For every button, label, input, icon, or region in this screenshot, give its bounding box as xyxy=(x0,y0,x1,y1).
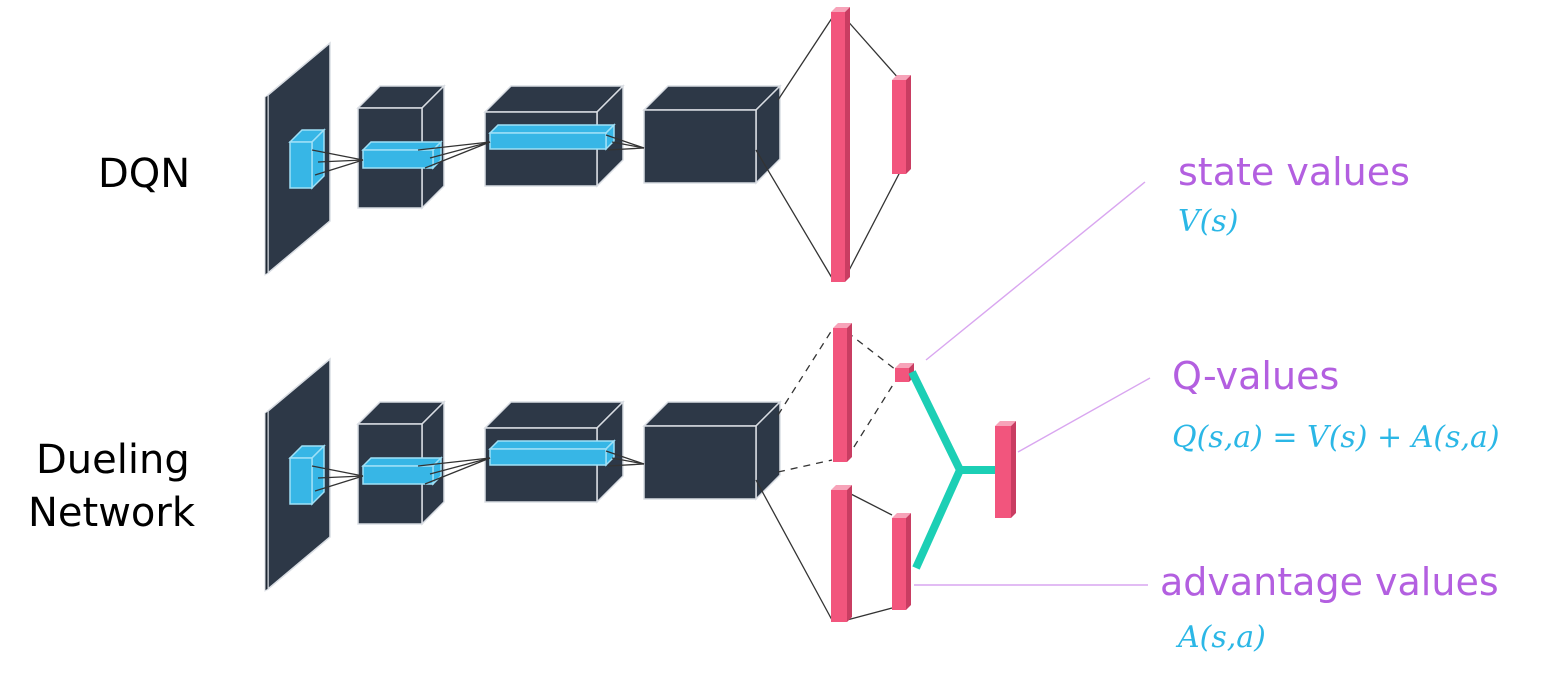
dqn-dense-layers xyxy=(755,7,911,282)
dueling-fan-a-0 xyxy=(311,465,364,477)
advantage-output xyxy=(892,513,911,610)
dqn-fan-c-1 xyxy=(611,141,645,149)
state-values-label: state values xyxy=(1178,150,1410,194)
dueling-fan-a-1 xyxy=(317,475,364,479)
adv-out-bottom xyxy=(846,607,893,621)
aggregator-arm-top xyxy=(908,370,964,472)
value-link-top xyxy=(777,329,833,416)
aggregator-arm-bottom xyxy=(912,468,964,570)
q-values-output xyxy=(995,421,1016,518)
dqn-input-filter xyxy=(288,128,326,190)
q-values-formula: Q(s,a) = V(s) + A(s,a) xyxy=(1172,420,1500,455)
value-out-bottom xyxy=(846,379,897,459)
dueling-fan-b-2 xyxy=(424,457,491,485)
value-out-top xyxy=(846,331,897,371)
dueling-fan-a-2 xyxy=(314,475,364,492)
dueling-fan-b-0 xyxy=(417,457,491,467)
aggregator xyxy=(908,370,1016,570)
dueling-input-filter xyxy=(288,444,326,506)
dueling-conv-filter-1 xyxy=(361,456,443,486)
dqn-conv-filter-1 xyxy=(361,140,443,170)
dqn-fan-c-2 xyxy=(607,147,645,151)
dqn-link-top xyxy=(777,17,833,101)
dueling-fan-c-0 xyxy=(605,450,645,465)
dueling-dense-layers xyxy=(755,323,914,622)
annotation-leaders xyxy=(914,181,1151,586)
dqn-fan-a-1 xyxy=(317,159,364,163)
dueling-fan-c-2 xyxy=(607,463,645,467)
dqn-link-bottom xyxy=(755,149,833,279)
state-values-formula: V(s) xyxy=(1178,204,1239,239)
adv-link-bottom xyxy=(755,479,833,621)
q-values-label: Q-values xyxy=(1172,354,1340,398)
value-fc-layer xyxy=(833,323,852,462)
dqn-fc-layer xyxy=(831,7,850,282)
dueling-fan-c-1 xyxy=(611,457,645,465)
dqn-label: DQN xyxy=(98,151,191,197)
dqn-conv-stack xyxy=(264,41,782,276)
state-values-leader xyxy=(925,181,1146,361)
dueling-fan-b-1 xyxy=(429,457,491,475)
dqn-link-out-bottom xyxy=(844,171,901,279)
dueling-label-line2: Network xyxy=(28,490,196,536)
dqn-fan-a-0 xyxy=(311,149,364,161)
dqn-conv-block-3 xyxy=(642,84,782,185)
adv-out-top xyxy=(846,491,893,516)
dueling-conv-stack xyxy=(264,357,782,592)
dqn-q-output xyxy=(892,75,911,174)
dqn-link-out-top xyxy=(844,17,901,81)
advantage-values-formula: A(s,a) xyxy=(1178,620,1266,655)
advantage-values-label: advantage values xyxy=(1160,560,1499,604)
dqn-fan-b-0 xyxy=(417,141,491,151)
dueling-label-line1: Dueling xyxy=(36,437,190,483)
dqn-fan-c-0 xyxy=(605,134,645,149)
dqn-fan-a-2 xyxy=(314,159,364,176)
dueling-conv-block-3 xyxy=(642,400,782,501)
value-link-bottom xyxy=(777,459,833,473)
dueling-conv-filter-2 xyxy=(488,439,616,467)
dqn-conv-filter-2 xyxy=(488,123,616,151)
advantage-fc-layer xyxy=(831,485,852,622)
dqn-fan-b-1 xyxy=(429,141,491,159)
q-values-leader xyxy=(1017,377,1151,453)
dqn-fan-b-2 xyxy=(424,141,491,169)
